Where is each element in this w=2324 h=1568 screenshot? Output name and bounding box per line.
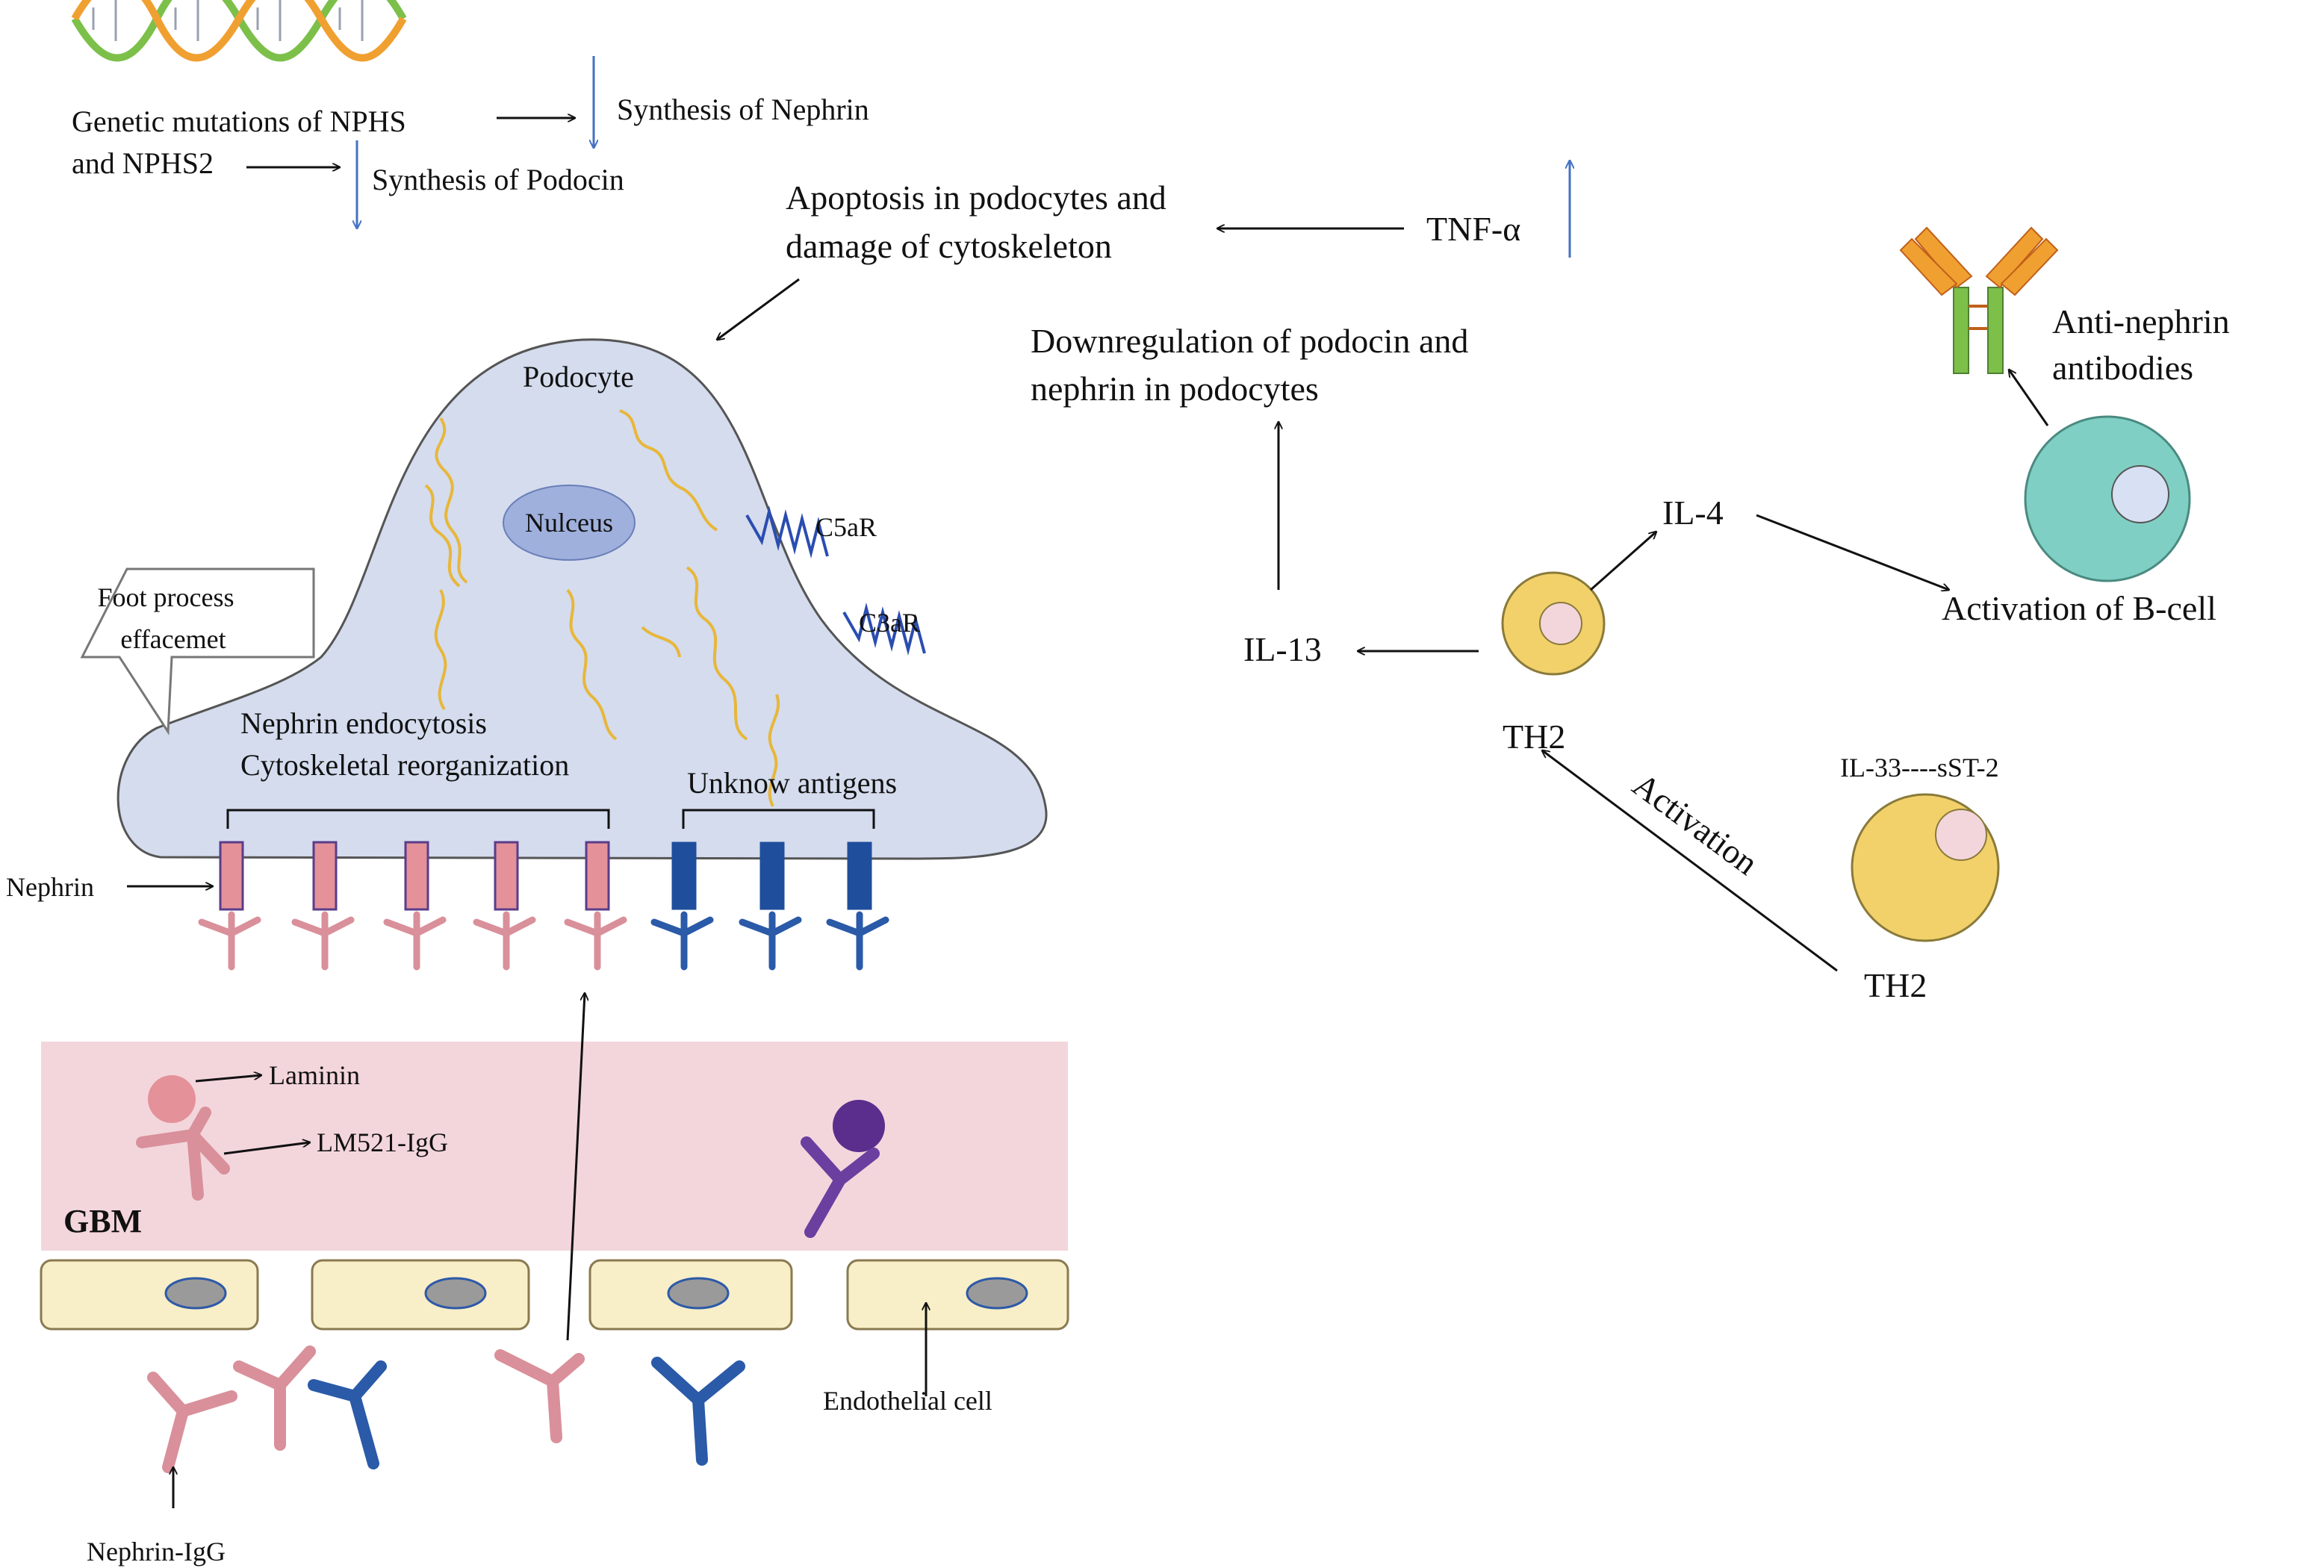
il33-label: IL-33----sST-2 — [1840, 753, 1999, 783]
th2-nucleus-center — [1539, 602, 1582, 645]
b-cell — [2024, 415, 2191, 582]
foot-process-label-line2: effacemet — [120, 624, 226, 654]
free-antibodies — [147, 1345, 745, 1473]
podocyte-label: Podocyte — [523, 360, 634, 393]
podocin-synthesis-label: Synthesis of Podocin — [372, 163, 624, 196]
foot-process-callout — [80, 567, 315, 735]
nucleus-label: Nulceus — [525, 508, 613, 538]
arrow-il4-to-bcell — [1756, 514, 1949, 590]
endocytosis-label-line1: Nephrin endocytosis — [240, 706, 487, 740]
lm521-label: LM521-IgG — [317, 1127, 448, 1157]
bcell-activation-label: Activation of B-cell — [1942, 589, 2216, 627]
c3ar-receptor-icon — [842, 603, 926, 656]
nephrin-molecules — [219, 841, 610, 911]
unknown-antigen-molecules — [671, 841, 872, 910]
laminin-icon — [148, 1075, 196, 1123]
lm521-igg-icon — [136, 1107, 230, 1201]
nephrin-bracket — [226, 809, 610, 829]
arrow-apoptosis-to-podocyte — [717, 278, 800, 340]
antigen-bracket — [682, 809, 875, 829]
downregulation-label-line2: nephrin in podocytes — [1031, 370, 1319, 408]
anti-nephrin-label-line1: Anti-nephrin — [2052, 302, 2230, 340]
th2-bottom-label: TH2 — [1864, 966, 1927, 1004]
arrow-bcell-to-antibodies — [2009, 370, 2049, 426]
arrow-igg-to-nephrin — [566, 993, 585, 1341]
endothelial-label: Endothelial cell — [823, 1386, 992, 1416]
nephrin-synthesis-label: Synthesis of Nephrin — [617, 93, 869, 126]
nephrin-igg-label: Nephrin-IgG — [87, 1537, 226, 1567]
dna-helix-icon — [71, 0, 407, 62]
endocytosis-label-line2: Cytoskeletal reorganization — [240, 748, 569, 782]
apoptosis-label-line2: damage of cytoskeleton — [786, 227, 1112, 265]
downregulation-label-line1: Downregulation of podocin and — [1031, 322, 1468, 360]
nephrin-label: Nephrin — [6, 872, 94, 902]
laminin-label: Laminin — [269, 1060, 360, 1090]
nucleus — [503, 485, 636, 561]
anti-nephrin-antibody-icon — [1899, 226, 2059, 374]
arrow-th2-activation — [1542, 750, 1838, 972]
il13-label: IL-13 — [1243, 630, 1322, 668]
mutation-label-line2: and NPHS2 — [72, 146, 214, 180]
cytoskeleton-filaments — [424, 409, 780, 807]
purple-antigen-icon — [833, 1100, 885, 1152]
apoptosis-label-line1: Apoptosis in podocytes and — [786, 178, 1166, 217]
arrow-to-lm521 — [223, 1142, 310, 1155]
mutation-label-line1: Genetic mutations of NPHS — [72, 105, 406, 138]
tnf-alpha-label: TNF-α — [1426, 210, 1520, 248]
bound-antibodies-blue — [650, 911, 889, 971]
bound-antibodies-pink — [198, 911, 627, 971]
c5ar-receptor-icon — [745, 505, 829, 559]
th2-nucleus-lower — [1935, 809, 1987, 861]
purple-igg-icon — [801, 1136, 880, 1238]
th2-center-label: TH2 — [1503, 718, 1565, 756]
c5ar-label: C5aR — [815, 512, 877, 542]
unknown-antigens-label: Unknow antigens — [687, 766, 897, 800]
il4-label: IL-4 — [1662, 494, 1724, 532]
foot-process-label-line1: Foot process — [98, 582, 234, 612]
endothelial-cells — [40, 1259, 1069, 1331]
podocyte-cell — [116, 338, 1048, 860]
c3ar-label: C3aR — [859, 608, 920, 638]
gbm-label: GBM — [63, 1203, 142, 1239]
anti-nephrin-label-line2: antibodies — [2052, 349, 2193, 387]
b-cell-nucleus — [2111, 465, 2169, 523]
arrow-to-laminin — [195, 1075, 261, 1083]
gbm-layer — [41, 1042, 1068, 1251]
arrow-th2-to-il4 — [1590, 532, 1656, 591]
